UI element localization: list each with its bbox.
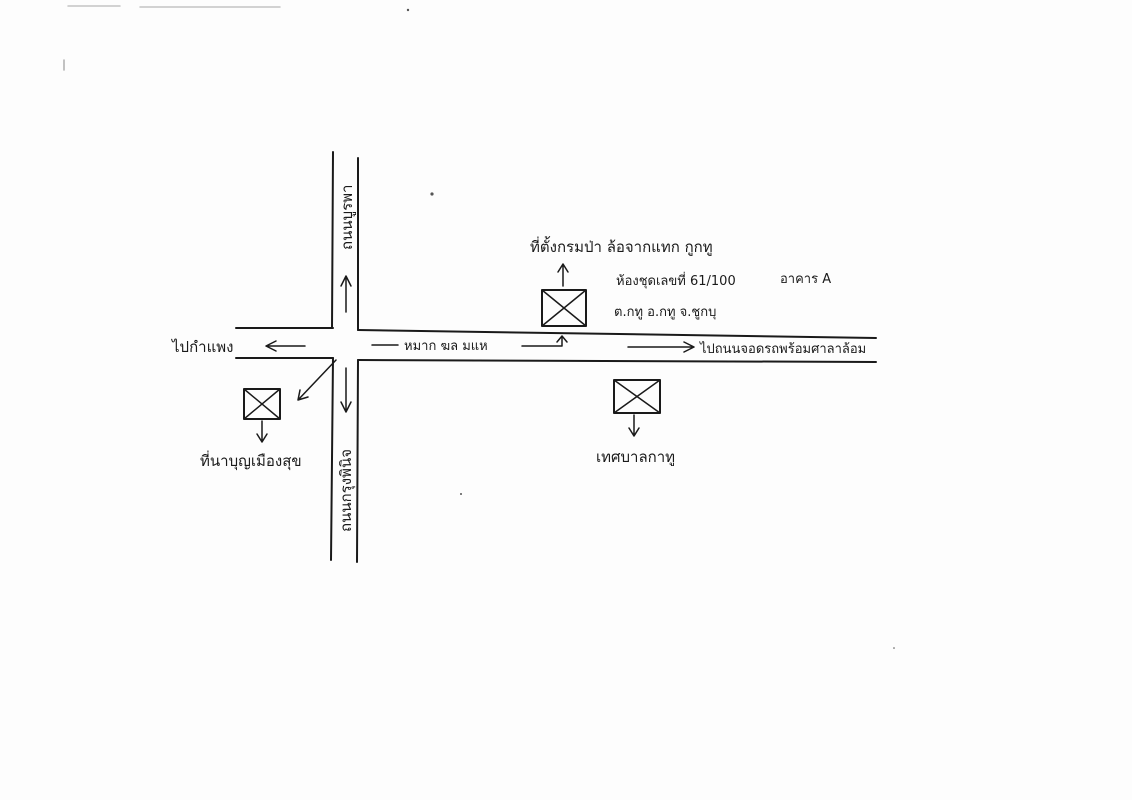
landmark-southwest-label: ที่นาบุญเมืองสุข [200,450,302,471]
building-southeast [613,379,661,437]
building-target [541,263,587,327]
scan-speck [430,192,434,196]
target-building-label: อาคาร A [780,272,831,287]
arrow-down-icon [628,414,640,437]
horizontal-road-edge-bottom-east [357,359,877,363]
arrow-east-icon [627,341,695,353]
scan-speck [460,493,462,495]
scan-speck [406,8,410,12]
vertical-road-edge-left-south [330,357,334,561]
horizontal-road-edge-top-east [357,329,877,339]
building-crossed-box-icon [541,289,587,327]
top-scan-line [67,5,281,8]
road-south-label: ถนนกรุงพินิจ [337,449,356,532]
target-line-1: ที่ตั้งกรมป่า ล้อจากแทก กูกทู [530,236,713,256]
arrow-west-icon [265,340,306,352]
road-west-label: ไปกำแพง [171,338,233,356]
arrow-south-icon [340,367,352,413]
road-north-label: ถนนบูรพา [338,185,356,250]
landmark-southeast-label: เทศบาลกาทู [596,448,675,466]
building-cross-mark [541,289,587,327]
direction-arrows [265,275,695,413]
roads [235,151,877,563]
building-cross-mark [243,388,281,420]
scan-speck [893,647,895,649]
vertical-road-edge-right-south [356,359,359,563]
arrow-down-icon [256,420,268,443]
arrow-up-icon [557,263,569,287]
arrow-north-icon [340,275,352,313]
road-name-label: หมาก ฆล มแห [404,339,488,354]
building-cross-mark [613,379,661,414]
target-line-3: ต.กทู อ.กทู จ.ชูกบุ [614,305,716,320]
scan-marks [63,5,895,649]
building-crossed-box-icon [613,379,661,414]
arrow-to-target-icon [521,335,568,347]
building-southwest [243,388,281,443]
building-crossed-box-icon [243,388,281,420]
arrow-diagonal-icon [297,359,337,401]
target-line-2: ห้องชุดเลขที่ 61/100 [616,272,736,289]
vertical-road-edge-left-north [331,151,334,329]
road-east-label: ไปถนนจอดรถพร้อมศาลาล้อม [699,341,866,357]
